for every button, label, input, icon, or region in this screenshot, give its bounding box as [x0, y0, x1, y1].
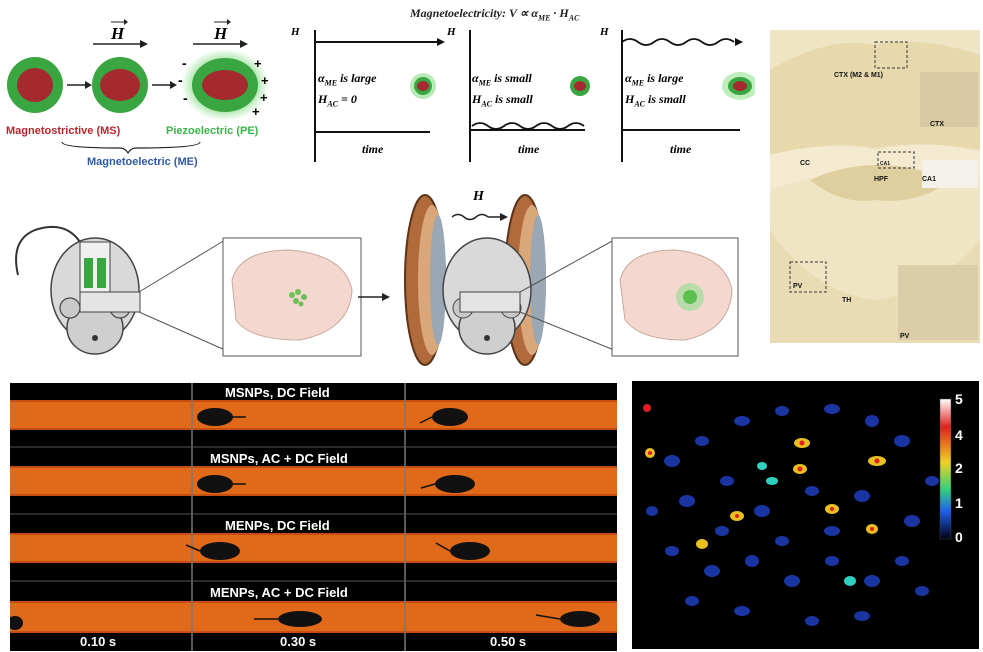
histo-label-th: TH [842, 297, 852, 304]
me-label: Magnetoelectric (ME) [87, 156, 198, 168]
svg-text:+: + [254, 56, 262, 71]
injection-site-1 [289, 289, 307, 307]
cell-map [643, 398, 952, 626]
field-time-plots [314, 30, 755, 162]
mouse-in-field [442, 237, 532, 355]
histology-drawing [770, 41, 980, 343]
svg-text:-: - [178, 72, 183, 88]
colorbar-tick-4: 4 [955, 427, 963, 443]
time-label-2: 0.30 s [280, 634, 317, 649]
plot-3-xlabel: time [670, 142, 692, 156]
svg-text:-: - [183, 90, 188, 106]
brain-histology-image: CTX (M2 & M1) CTX CC CA1 HPF CA1 PV TH P… [770, 30, 980, 343]
plot-2-xlabel: time [518, 142, 540, 156]
svg-text:+: + [261, 73, 269, 88]
time-label-3: 0.50 s [490, 634, 527, 649]
plot-1 [314, 30, 445, 162]
field-symbol-2: H [213, 24, 228, 43]
particle-ms-core [7, 57, 63, 113]
plot-3-ylabel: H [600, 26, 609, 38]
field-symbol-3: H [473, 189, 484, 204]
histo-label-ctx: CTX [930, 121, 944, 128]
svg-text:-: - [182, 55, 187, 71]
plot-1-text: αME is large HAC = 0 [318, 71, 377, 109]
histo-label-pv: PV [900, 333, 910, 340]
plot-1-xlabel: time [362, 142, 384, 156]
calcium-heatmap-image: 5 4 2 1 0 [632, 381, 979, 649]
track-row-label-4: MENPs, AC + DC Field [210, 585, 348, 600]
colorbar-tick-0: 0 [955, 529, 963, 545]
svg-text:+: + [252, 104, 260, 119]
track-row-label-1: MSNPs, DC Field [225, 385, 330, 400]
particle-me [92, 57, 148, 113]
plot-1-ylabel: H [291, 26, 300, 38]
time-label-1: 0.10 s [80, 634, 117, 649]
particle-me-polarized: - - - + + + + [178, 49, 269, 121]
histo-label-ca1-small: CA1 [880, 161, 891, 167]
plot-2-text: αME is small HAC is small [472, 71, 533, 109]
colorbar [939, 398, 952, 540]
plot-2-ylabel: H [447, 26, 456, 38]
histo-label-cc: CC [800, 160, 811, 167]
svg-text:+: + [260, 90, 268, 105]
track-row-label-2: MSNPs, AC + DC Field [210, 451, 348, 466]
colorbar-tick-1: 1 [955, 495, 963, 511]
plot-3 [621, 30, 755, 162]
plot-2 [469, 30, 590, 162]
helmholtz-coil-left [404, 194, 446, 366]
field-symbol-1: H [110, 24, 125, 43]
colorbar-tick-2: 2 [955, 460, 963, 476]
mouse-tracking-frames: MSNPs, DC Field MSNPs, AC + DC Field MEN… [10, 383, 617, 651]
equation-title: Magnetoelectricity: V ∝ αME · HAC [410, 6, 580, 23]
mouse-stimulation-diagram [15, 194, 739, 366]
mouse-injected [15, 226, 141, 355]
field-arrow-1 [93, 40, 148, 48]
track-row-label-3: MENPs, DC Field [225, 518, 330, 533]
histo-label-ctx-m2-m1: CTX (M2 & M1) [834, 72, 883, 79]
me-particle-schematic: - - - + + + + H H Magnetostrictive (MS) … [6, 19, 269, 168]
field-arrow-2 [193, 40, 248, 48]
ms-label: Magnetostrictive (MS) [6, 125, 121, 137]
colorbar-tick-5: 5 [955, 391, 963, 407]
tracking-drawing [10, 383, 617, 651]
pe-label: Piezoelectric (PE) [166, 125, 259, 137]
plot-3-text: αME is large HAC is small [625, 71, 686, 109]
histo-label-hpf: HPF [874, 176, 888, 183]
histo-label-pv-small: PV [793, 283, 803, 290]
histo-label-ca1: CA1 [922, 176, 937, 183]
